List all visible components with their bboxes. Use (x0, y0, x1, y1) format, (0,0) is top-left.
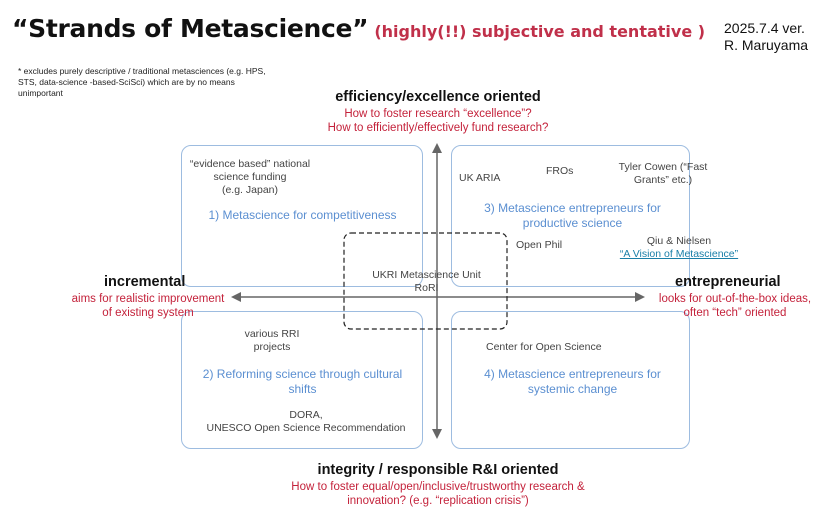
quadrant-2-label: 2) Reforming science through cultural sh… (190, 367, 415, 397)
dora-line1: DORA, (289, 409, 323, 421)
rri-line2: projects (253, 341, 291, 353)
item-qiu-nielsen: Qiu & Nielsen “A Vision of Metascience” (604, 235, 754, 261)
axis-right-heading: entrepreneurial (675, 274, 781, 290)
axis-bottom-sub2: innovation? (e.g. “replication crisis”) (347, 495, 529, 507)
title-subtitle: (highly(!!) subjective and tentative ) (374, 22, 706, 41)
axis-right-sub2: often “tech” oriented (683, 307, 787, 319)
version-block: 2025.7.4 ver. R. Maruyama (724, 20, 808, 54)
footnote: * excludes purely descriptive / traditio… (18, 66, 266, 98)
q1-item-line1: “evidence based” national (189, 158, 311, 170)
q3-label-line2: productive science (522, 216, 623, 230)
axis-left-sub1: aims for realistic improvement (71, 293, 225, 305)
axis-top-sub1: How to foster research “excellence”? (344, 108, 532, 120)
center-rori: RoRI (414, 282, 439, 294)
axis-left-subtext: aims for realistic improvement of existi… (58, 292, 238, 320)
qiu-nielsen-authors: Qiu & Nielsen (646, 235, 712, 247)
item-center-open-science: Center for Open Science (486, 341, 602, 353)
dora-line2: UNESCO Open Science Recommendation (206, 422, 406, 434)
item-dora-unesco: DORA, UNESCO Open Science Recommendation (196, 409, 416, 435)
axis-right-subtext: looks for out-of-the-box ideas, often “t… (640, 292, 830, 320)
vision-of-metascience-link[interactable]: “A Vision of Metascience” (619, 248, 739, 260)
item-rri-projects: various RRI projects (222, 328, 322, 354)
q1-item-line3: (e.g. Japan) (221, 184, 279, 196)
axis-bottom-sub1: How to foster equal/open/inclusive/trust… (291, 481, 585, 493)
rri-line1: various RRI (244, 328, 300, 340)
q1-item-line2: science funding (213, 171, 287, 183)
axis-bottom: integrity / responsible R&I oriented How… (258, 462, 618, 508)
axis-bottom-label: integrity / responsible R&I oriented (317, 462, 559, 478)
quadrant-bottom-right (451, 311, 690, 449)
axis-right-sub1: looks for out-of-the-box ideas, (658, 293, 812, 305)
item-open-phil: Open Phil (516, 239, 563, 251)
item-uk-aria: UK ARIA (459, 172, 501, 184)
q2-label-line1: 2) Reforming science through cultural (202, 367, 403, 381)
item-tyler-cowen: Tyler Cowen (“Fast Grants” etc.) (613, 161, 713, 187)
center-items: UKRI Metascience Unit RoRI (354, 269, 499, 295)
item-evidence-based-funding: “evidence based” national science fundin… (180, 158, 320, 197)
axis-left-sub2: of existing system (102, 307, 194, 319)
tyler-cowen-line1: Tyler Cowen (“Fast (618, 161, 708, 173)
q4-label-line1: 4) Metascience entrepreneurs for (484, 367, 661, 381)
center-ukri: UKRI Metascience Unit (372, 269, 481, 281)
quadrant-3-label: 3) Metascience entrepreneurs for product… (460, 201, 685, 231)
version-date: 2025.7.4 ver. (724, 20, 805, 36)
quadrant-bottom-left (181, 311, 423, 449)
center-dashed-box (343, 232, 508, 330)
item-fros: FROs (546, 165, 574, 177)
quadrant-top-right (451, 145, 690, 287)
axis-top-label: efficiency/excellence oriented (335, 89, 541, 105)
quadrant-4-label: 4) Metascience entrepreneurs for systemi… (460, 367, 685, 397)
q4-label-line2: systemic change (527, 382, 618, 396)
axis-top-sub2: How to efficiently/effectively fund rese… (327, 122, 549, 134)
author-name: R. Maruyama (724, 37, 809, 53)
title-text: “Strands of Metascience” (12, 14, 369, 43)
tyler-cowen-line2: Grants” etc.) (633, 174, 693, 186)
axis-left-heading: incremental (104, 274, 186, 290)
q2-label-line2: shifts (288, 382, 317, 396)
axis-top: efficiency/excellence oriented How to fo… (288, 89, 588, 135)
q3-label-line1: 3) Metascience entrepreneurs for (484, 201, 661, 215)
page-title: “Strands of Metascience” (highly(!!) subj… (12, 14, 705, 43)
quadrant-1-label: 1) Metascience for competitiveness (208, 208, 397, 222)
quadrant-top-left (181, 145, 423, 287)
